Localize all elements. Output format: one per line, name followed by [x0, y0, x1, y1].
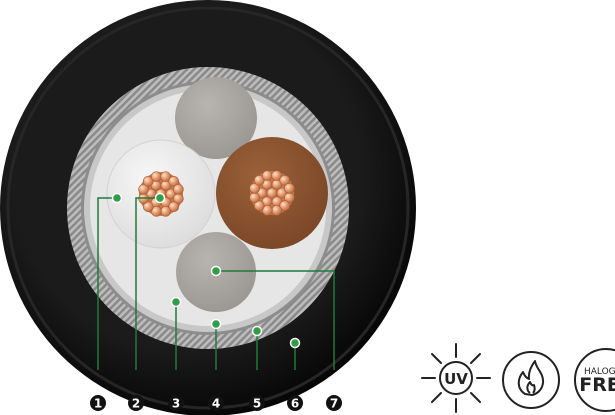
callout-number-4: 4: [208, 395, 224, 411]
copper-strand: [271, 170, 282, 181]
copper-strand: [271, 205, 282, 216]
copper-strand: [249, 183, 260, 194]
callout-number-2: 2: [128, 395, 144, 411]
callout-number-5: 5: [249, 395, 265, 411]
callout-dot-6: [289, 337, 301, 349]
copper-strand: [279, 174, 291, 186]
callout-number-label: 5: [253, 397, 261, 411]
callout-number-label: 7: [330, 397, 338, 411]
copper-strand: [262, 205, 273, 216]
callout-group: [97, 192, 335, 370]
copper-strand: [142, 175, 154, 187]
callout-dot-7: [210, 265, 222, 277]
sun-uv-icon: UV: [421, 343, 491, 413]
callout-number-label: 3: [172, 397, 180, 411]
free-label: FREE: [579, 374, 615, 396]
callout-dot-1: [111, 192, 123, 204]
copper-strand: [142, 201, 154, 213]
callout-number-6: 6: [287, 395, 303, 411]
flame-retardant-icon: [502, 351, 560, 409]
callout-dot-2: [154, 192, 166, 204]
callout-dot-5: [251, 325, 263, 337]
copper-strand: [279, 200, 291, 212]
callout-number-label: 4: [212, 397, 220, 411]
copper-strand: [284, 183, 295, 194]
halogen-label: HALOGEN: [584, 367, 615, 377]
outer-jacket-ring: [6, 6, 410, 410]
copper-strand: [168, 175, 180, 187]
copper-strand: [160, 171, 171, 182]
callout-line-2: [135, 197, 160, 370]
copper-strand: [249, 192, 260, 203]
copper-strand: [253, 174, 265, 186]
copper-strand: [151, 171, 162, 182]
filler-top: [175, 77, 257, 159]
callout-number-label: 6: [291, 397, 299, 411]
uv-label: UV: [444, 370, 468, 388]
callout-line-1: [97, 197, 117, 370]
copper-strand: [138, 184, 149, 195]
callout-line-7: [216, 270, 335, 370]
copper-strand: [160, 206, 171, 217]
copper-strand: [266, 187, 278, 199]
copper-strand: [173, 184, 184, 195]
callout-number-label: 1: [94, 397, 102, 411]
copper-strand: [151, 206, 162, 217]
halogen-free-icon: HALOGEN FREE: [574, 348, 615, 412]
copper-strand: [168, 201, 180, 213]
callout-dot-4: [210, 318, 222, 330]
callout-number-7: 7: [326, 395, 342, 411]
copper-conductor-right: [249, 170, 295, 216]
callout-number-1: 1: [90, 395, 106, 411]
callout-number-3: 3: [168, 395, 184, 411]
callout-number-label: 2: [132, 397, 140, 411]
callout-dot-3: [170, 296, 182, 308]
copper-strand: [262, 170, 273, 181]
copper-strand: [253, 200, 265, 212]
